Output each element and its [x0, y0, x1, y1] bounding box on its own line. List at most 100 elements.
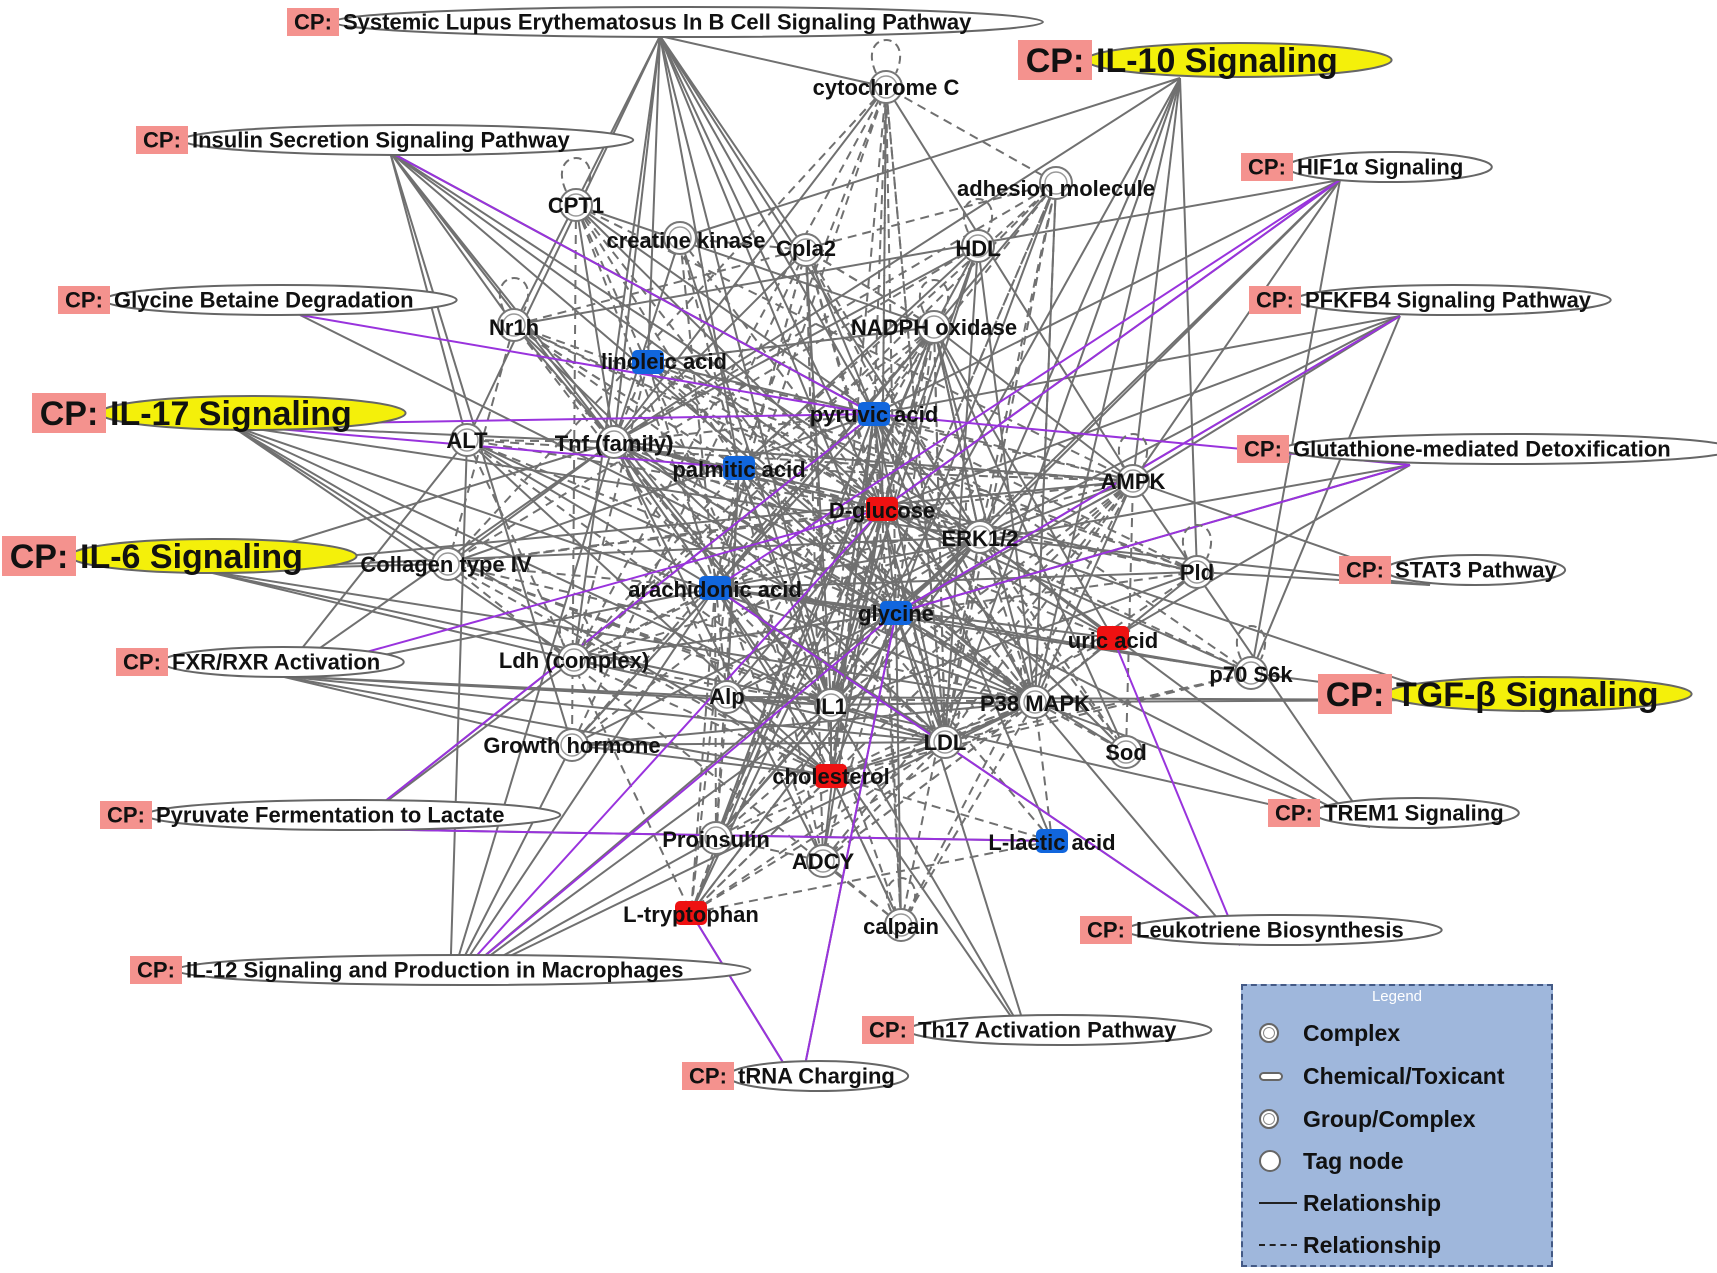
pathway-node-hif1a[interactable]: CP:HIF1α Signaling — [1241, 151, 1493, 183]
molecule-edge — [573, 659, 833, 778]
molecule-edge — [447, 86, 887, 565]
highlighted-edge — [449, 508, 883, 986]
molecule-edge — [944, 535, 985, 743]
pathway-node-il10[interactable]: CP:IL-10 Signaling — [1018, 40, 1393, 80]
molecule-edge — [575, 204, 875, 415]
molecule-edge — [446, 562, 832, 706]
cp-tag — [130, 956, 182, 984]
molecule-edge — [885, 85, 1134, 482]
molecule-edge — [876, 86, 889, 511]
molecule-node-cytc[interactable]: cytochrome C — [813, 39, 960, 104]
molecule-node-arachidonic[interactable]: arachidonic acid — [628, 576, 802, 602]
molecule-node-sod[interactable]: Sod — [1105, 735, 1147, 769]
molecule-node-ltryp[interactable]: L-tryptophan — [623, 901, 759, 927]
molecule-edge — [978, 480, 1134, 539]
complex-inner-ring — [922, 315, 946, 339]
molecule-node-nr1h[interactable]: Nr1h — [489, 277, 539, 342]
molecule-label: Cpla2 — [776, 236, 836, 261]
pathway-node-il6[interactable]: CP:IL-6 Signaling — [2, 536, 358, 576]
molecule-node-cpla2[interactable]: Cpla2 — [776, 233, 836, 267]
pathway-node-tgfb[interactable]: CP:TGF-β Signaling — [1318, 674, 1693, 714]
molecule-node-tnf[interactable]: Tnf (family) — [555, 425, 674, 459]
molecule-edge — [738, 245, 979, 469]
pathway-edge — [1132, 77, 1181, 482]
pathway-node-il17[interactable]: CP:IL-17 Signaling — [32, 393, 407, 433]
molecule-edge — [513, 324, 832, 706]
complex-inner-ring — [811, 849, 835, 873]
molecule-node-dglucose[interactable]: D-glucose — [829, 497, 935, 523]
pathway-node-il12[interactable]: CP:IL-12 Signaling and Production in Mac… — [130, 954, 752, 986]
complex-inner-ring — [819, 693, 843, 717]
molecule-node-pld[interactable]: Pld — [1180, 524, 1214, 589]
molecule-edge — [880, 85, 897, 614]
complex-inner-ring — [1114, 740, 1138, 764]
molecule-node-cholesterol[interactable]: cholesterol — [772, 764, 890, 789]
molecule-node-alp[interactable]: Alp — [709, 680, 745, 714]
chemical-icon — [858, 402, 890, 426]
molecule-edge — [895, 325, 939, 614]
molecule-label: glycine — [858, 601, 934, 626]
molecule-node-ldl[interactable]: LDL — [924, 694, 967, 759]
molecule-node-erk[interactable]: ERK1/2 — [941, 489, 1019, 554]
molecule-label: p70 S6k — [1209, 662, 1293, 687]
pathway-node-leukotriene[interactable]: CP:Leukotriene Biosynthesis — [1080, 914, 1443, 946]
molecule-node-glycine[interactable]: glycine — [858, 601, 934, 626]
pathway-node-insulin[interactable]: CP:Insulin Secretion Signaling Pathway — [136, 124, 635, 156]
pathway-node-stat3[interactable]: CP:STAT3 Pathway — [1339, 554, 1567, 586]
molecule-edge — [679, 237, 808, 255]
molecule-node-adcy[interactable]: ADCY — [792, 844, 855, 878]
molecule-edge — [714, 413, 875, 589]
pathway-node-th17[interactable]: CP:Th17 Activation Pathway — [862, 1014, 1213, 1046]
molecule-node-growth[interactable]: Growth hormone — [483, 728, 661, 762]
molecule-node-collagen[interactable]: Collagen type IV — [360, 547, 532, 581]
molecule-node-proinsulin[interactable]: Proinsulin — [662, 821, 770, 855]
pathway-node-pfkfb4[interactable]: CP:PFKFB4 Signaling Pathway — [1249, 284, 1612, 316]
molecule-node-adhesion[interactable]: adhesion molecule — [957, 166, 1155, 201]
molecule-node-uric[interactable]: uric acid — [1068, 626, 1158, 653]
complex-inner-ring — [1185, 560, 1209, 584]
molecule-node-pyruvic[interactable]: pyruvic acid — [810, 402, 938, 427]
molecule-edge — [689, 326, 935, 915]
molecule-edge — [613, 441, 729, 699]
molecule-edge — [933, 326, 984, 539]
molecule-node-calpain[interactable]: calpain — [863, 877, 939, 942]
self-loop — [815, 657, 847, 692]
molecule-node-hdl[interactable]: HDL — [955, 198, 1001, 263]
molecule-edge — [820, 612, 897, 863]
pathway-node-glutathione[interactable]: CP:Glutathione-mediated Detoxification — [1237, 433, 1717, 465]
pathway-node-pyruvate[interactable]: CP:Pyruvate Fermentation to Lactate — [100, 799, 562, 831]
chemical-icon — [866, 497, 898, 521]
molecule-node-nadph[interactable]: NADPH oxidase — [851, 279, 1017, 344]
pathway-node-fxr[interactable]: CP:FXR/RXR Activation — [116, 646, 405, 678]
pathway-edge — [979, 536, 1461, 701]
molecule-node-llactic[interactable]: L-lactic acid — [988, 829, 1116, 855]
cp-tag — [58, 286, 110, 314]
pathway-node-sle[interactable]: CP:Systemic Lupus Erythematosus In B Cel… — [287, 6, 1044, 38]
molecule-edge — [571, 508, 883, 746]
molecule-label: CPT1 — [548, 193, 604, 218]
cp-prefix: CP: — [1087, 918, 1125, 943]
pathway-node-glycine_betaine[interactable]: CP:Glycine Betaine Degradation — [58, 284, 458, 316]
molecule-node-alt[interactable]: ALT — [446, 423, 488, 457]
molecule-edge — [804, 248, 875, 415]
molecule-node-palmitic[interactable]: palmitic acid — [672, 456, 806, 482]
molecule-node-linoleic[interactable]: linoleic acid — [601, 349, 727, 374]
molecule-edge — [572, 655, 832, 706]
molecule-node-cpt1[interactable]: CPT1 — [548, 157, 604, 222]
molecule-node-il1[interactable]: IL1 — [814, 657, 848, 722]
molecule-node-ldh[interactable]: Ldh (complex) — [499, 612, 649, 677]
pathway-edge — [1250, 179, 1341, 674]
molecule-node-p38[interactable]: P38 MAPK — [980, 654, 1090, 719]
molecule-node-ck[interactable]: creatine kinase — [607, 221, 766, 255]
pathway-node-trem1[interactable]: CP:TREM1 Signaling — [1268, 797, 1520, 829]
molecule-node-p70[interactable]: p70 S6k — [1209, 625, 1293, 690]
pathway-node-trna[interactable]: CP:tRNA Charging — [682, 1060, 910, 1092]
molecule-node-ampk[interactable]: AMPK — [1101, 433, 1166, 498]
pathway-edge — [299, 314, 897, 614]
molecule-edge — [714, 587, 832, 706]
highlighted-edge — [349, 413, 875, 830]
chemical-icon — [1097, 626, 1129, 650]
pathway-edge — [1112, 464, 1411, 639]
cp-prefix: CP: — [10, 538, 69, 576]
